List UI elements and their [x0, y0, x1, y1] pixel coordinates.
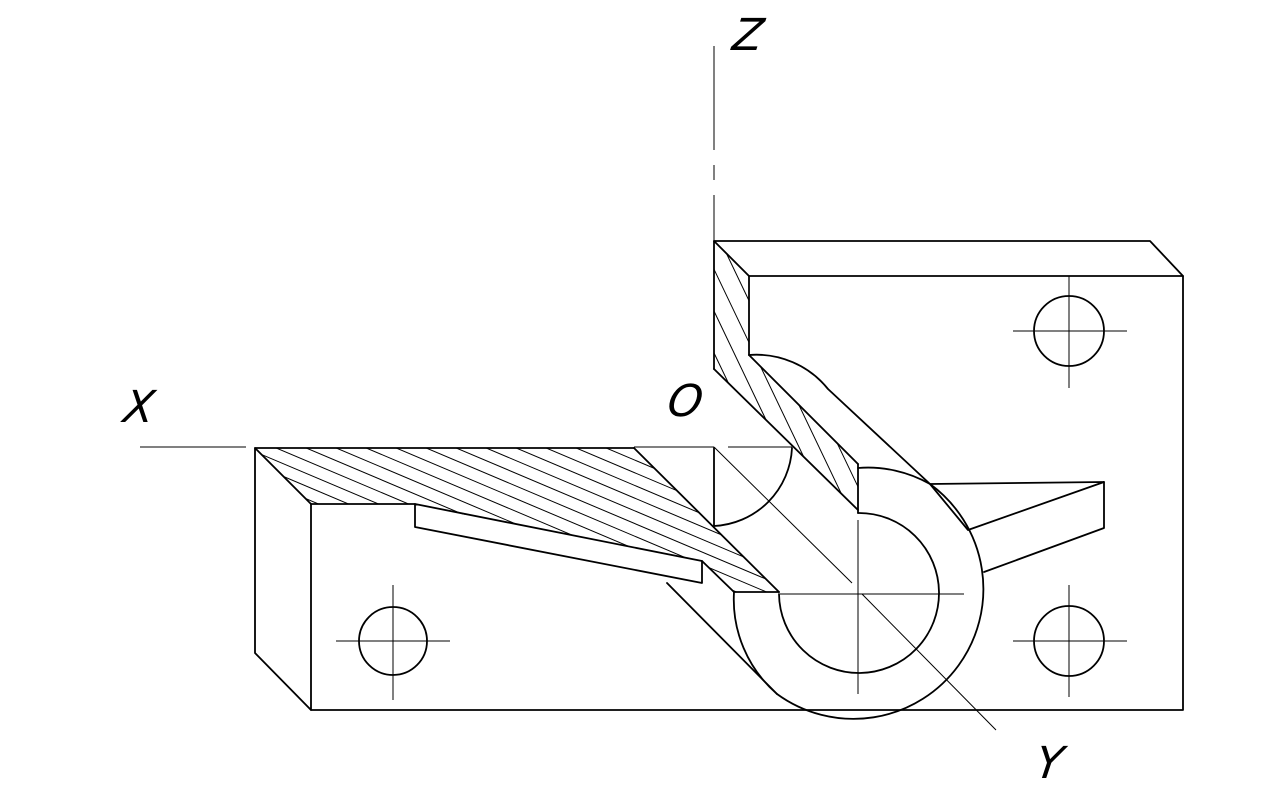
base-block-step — [701, 560, 780, 593]
x-axis-label: X — [120, 382, 158, 433]
rib-front-edge — [983, 481, 1105, 573]
boss-bore-circle — [778, 512, 940, 674]
rib-top-face — [929, 481, 1105, 531]
base-block-side-face — [254, 447, 312, 711]
base-block — [254, 447, 780, 711]
slot-face — [414, 503, 703, 584]
right-rib — [929, 481, 1105, 573]
section-hatching — [255, 241, 858, 592]
hatch-base-section — [255, 448, 779, 592]
mounting-holes — [358, 295, 1105, 677]
boss-left-contour — [732, 591, 778, 695]
vertical-plate-top-face — [713, 240, 1184, 277]
boss-outer-contour — [748, 353, 985, 720]
y-axis-line — [713, 446, 853, 584]
boss-top-arc — [857, 466, 931, 485]
y-axis-line-outer — [861, 593, 997, 731]
base-block-cut-edge — [633, 447, 780, 593]
z-axis-label: Z — [729, 10, 767, 61]
boss-section-line-b — [713, 368, 859, 511]
vertical-plate — [310, 240, 1184, 711]
vertical-plate-outline — [310, 275, 1184, 711]
axes — [140, 46, 1127, 731]
origin-label: O — [664, 376, 707, 427]
cylinder-boss — [713, 353, 985, 720]
boss-section-line-a — [748, 354, 859, 465]
boss-hidden-arc — [713, 447, 793, 527]
